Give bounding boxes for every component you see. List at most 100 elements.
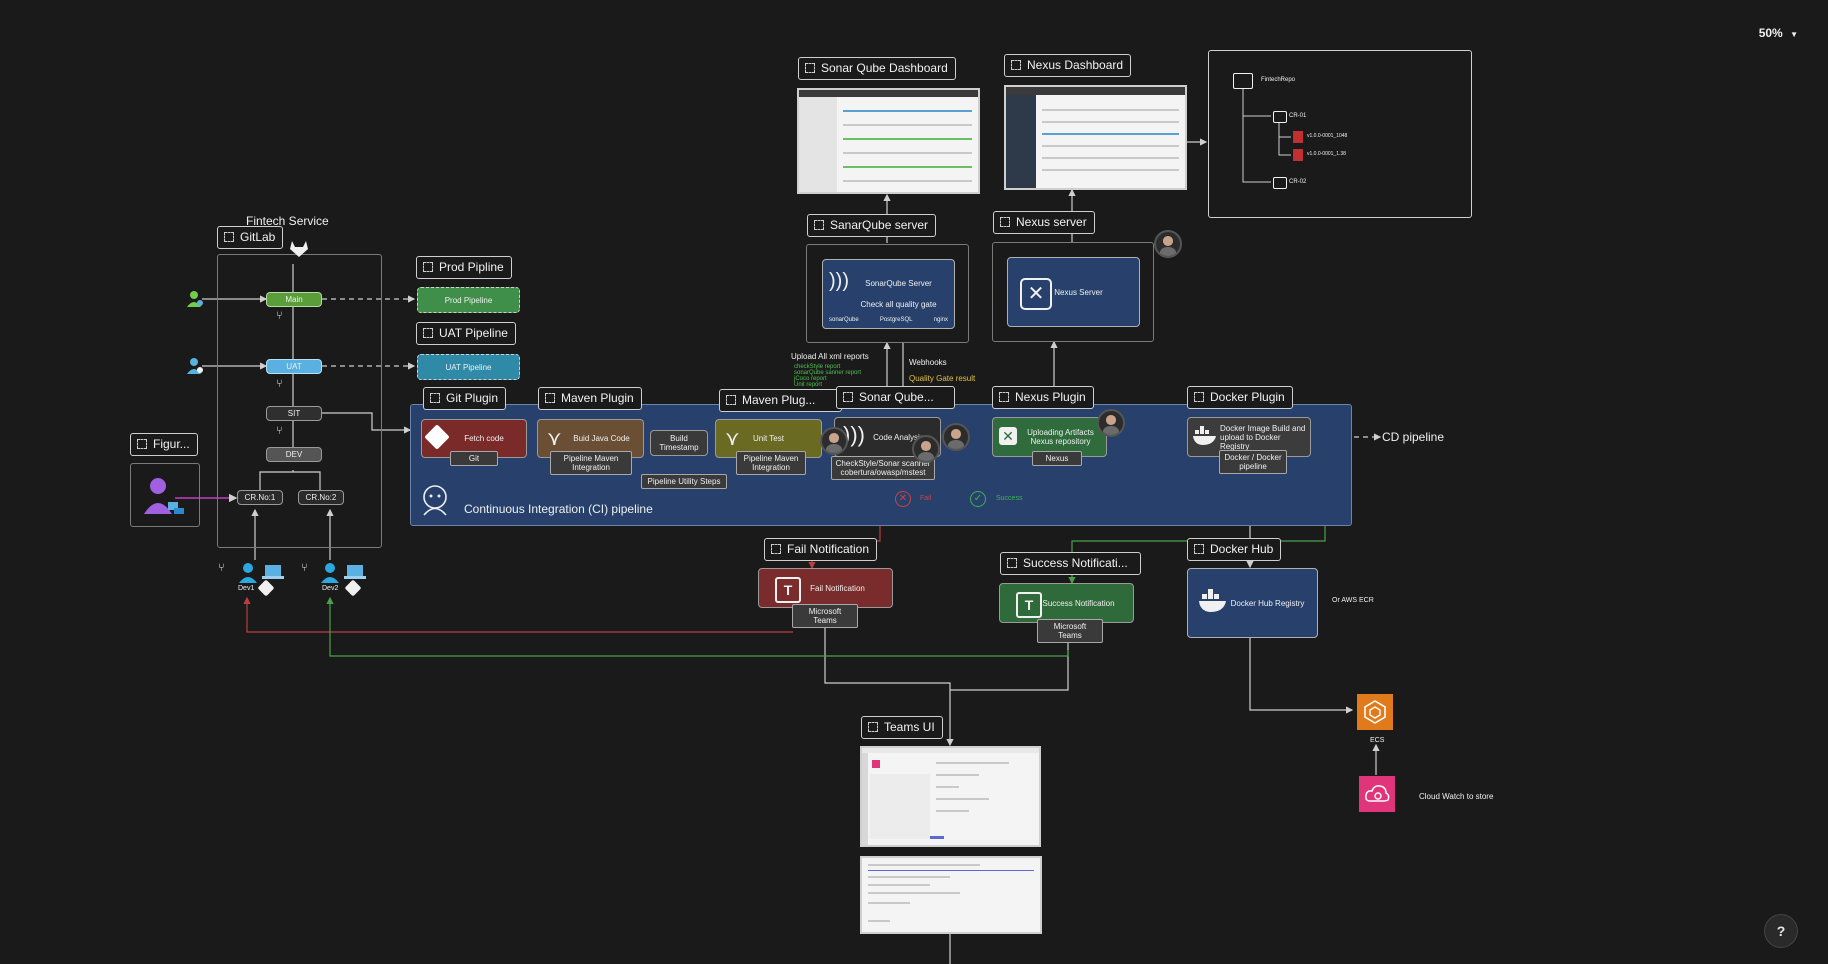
uat-pipeline-node[interactable]: UAT Pipeline: [417, 354, 520, 380]
avatar: [1154, 230, 1182, 258]
sonarqube-server-node[interactable]: ))) SonarQube Server Check all quality g…: [822, 259, 955, 329]
branch-cr1[interactable]: CR.No:1: [237, 490, 283, 505]
jenkins-icon: [420, 484, 450, 516]
avatar: [942, 423, 970, 451]
frame-label-docker-hub[interactable]: Docker Hub: [1187, 538, 1282, 561]
frame-label-figure[interactable]: Figur...: [130, 433, 198, 456]
admin-user-icon: [142, 476, 186, 516]
docker-build-node[interactable]: Docker Image Build and upload to Docker …: [1187, 417, 1311, 457]
frame-label-success-notification[interactable]: Success Notificati...: [1000, 552, 1141, 575]
tree-lines: [1242, 89, 1291, 183]
frame-label-sonar-server[interactable]: SanarQube server: [807, 214, 937, 237]
success-notification-node[interactable]: T Success Notification: [999, 583, 1134, 623]
zoom-level: 50%: [1758, 26, 1783, 40]
frame-icon: [224, 232, 234, 242]
branch-uat[interactable]: UAT: [266, 359, 322, 374]
frame-label-sonar-plugin[interactable]: Sonar Qube...: [836, 386, 955, 409]
frame-icon: [430, 393, 440, 403]
nexus-server-frame[interactable]: [992, 242, 1154, 342]
nexus-server-node[interactable]: ✕ Nexus Server: [1007, 257, 1140, 327]
frame-label-uat-pipeline[interactable]: UAT Pipeline: [416, 322, 516, 345]
file-icon: [1293, 131, 1303, 143]
maven-feather-icon: ⋎: [547, 428, 562, 450]
postgresql-logo: PostgreSQL: [879, 317, 913, 323]
frame-label-nexus-dashboard[interactable]: Nexus Dashboard: [1004, 54, 1132, 77]
nexus-dashboard-screenshot[interactable]: [1004, 85, 1187, 190]
cloudwatch-label: Cloud Watch to store: [1419, 792, 1494, 801]
repo-tree-frame[interactable]: FintechRepo CR-01 v1.0.0-0001_1048 v1.0.…: [1208, 50, 1472, 218]
frame-icon: [771, 544, 781, 554]
nginx-logo: nginx: [933, 317, 948, 323]
prod-pipeline-node[interactable]: Prod Pipeline: [417, 287, 520, 313]
sonar-dashboard-screenshot[interactable]: [797, 88, 980, 194]
figure-frame[interactable]: [130, 463, 200, 527]
dev2-user-icon: [320, 562, 340, 584]
frame-icon: [726, 395, 736, 405]
folder-icon: [1233, 73, 1253, 89]
frame-label-prod-pipeline[interactable]: Prod Pipline: [416, 256, 512, 279]
teams-ui-screenshot[interactable]: [860, 746, 1041, 847]
zoom-control[interactable]: 50% ▼: [1759, 26, 1798, 40]
frame-label-maven-plugin[interactable]: Maven Plugin: [538, 387, 642, 410]
branch-dev[interactable]: DEV: [266, 447, 322, 462]
dev1-user-icon: [238, 562, 258, 584]
aws-ecr-label: Or AWS ECR: [1332, 597, 1374, 604]
maven-feather-icon: ⋎: [725, 428, 740, 450]
sonar-wave-icon: ))): [843, 422, 865, 447]
frame-label-nexus-server[interactable]: Nexus server: [993, 211, 1095, 234]
ci-pipeline-title: Continuous Integration (CI) pipeline: [464, 502, 653, 516]
user-icon: [186, 290, 204, 308]
frame-label-fail-notification[interactable]: Fail Notification: [764, 538, 878, 561]
user-icon: [186, 357, 204, 375]
branch-main[interactable]: Main: [266, 292, 322, 307]
help-button[interactable]: ?: [1764, 914, 1798, 948]
frame-label-docker-plugin[interactable]: Docker Plugin: [1187, 386, 1293, 409]
dev2-label: Dev2: [322, 585, 339, 592]
teams-icon: T: [1016, 592, 1042, 618]
laptop-icon: [344, 564, 366, 580]
frame-icon: [868, 722, 878, 732]
frame-icon: [1194, 392, 1204, 402]
merge-icon: ⑂: [218, 562, 225, 574]
frame-icon: [1007, 558, 1017, 568]
ecs-icon[interactable]: [1357, 694, 1393, 730]
chevron-down-icon: ▼: [1790, 30, 1798, 39]
frame-icon: [1000, 217, 1010, 227]
nexus-icon: ✕: [1020, 278, 1052, 310]
merge-icon: ⑂: [301, 562, 308, 574]
sonar-server-frame[interactable]: [806, 244, 969, 343]
gitlab-fox-icon: [289, 240, 309, 258]
repo-cr2-label: CR-02: [1289, 179, 1307, 185]
merge-icon: ⑂: [276, 425, 283, 437]
branch-sit[interactable]: SIT: [266, 406, 322, 421]
frame-icon: [1194, 544, 1204, 554]
teams-icon: T: [775, 577, 801, 603]
teams-message-screenshot[interactable]: [860, 856, 1042, 934]
pipeline-utility-tag[interactable]: Pipeline Utility Steps: [641, 474, 727, 489]
nexus-icon: ✕: [999, 427, 1017, 445]
branch-cr2[interactable]: CR.No:2: [298, 490, 344, 505]
frame-icon: [423, 262, 433, 272]
merge-icon: ⑂: [276, 310, 283, 322]
cloudwatch-icon[interactable]: [1359, 776, 1395, 812]
frame-label-git-plugin[interactable]: Git Plugin: [423, 387, 507, 410]
docker-whale-icon: [1198, 589, 1228, 615]
frame-label-sonar-dashboard[interactable]: Sonar Qube Dashboard: [798, 57, 956, 80]
docker-hub-registry-node[interactable]: Docker Hub Registry: [1187, 568, 1318, 638]
uploading-artifacts-node[interactable]: ✕ Uploading Artifacts Nexus repository: [992, 417, 1107, 457]
webhooks-label: Webhooks: [909, 358, 947, 367]
frame-label-gitlab[interactable]: GitLab: [217, 226, 284, 249]
frame-label-teams-ui[interactable]: Teams UI: [861, 716, 943, 739]
build-timestamp-node[interactable]: Build Timestamp: [650, 430, 708, 456]
frame-label-maven-plugin-2[interactable]: Maven Plug...: [719, 389, 842, 412]
quality-gate-label: Quality Gate result: [909, 374, 976, 383]
laptop-icon: [262, 564, 284, 580]
frame-label-nexus-plugin[interactable]: Nexus Plugin: [992, 386, 1094, 409]
fail-notification-node[interactable]: T Fail Notification: [758, 568, 893, 608]
avatar: [912, 435, 940, 463]
frame-icon: [1011, 60, 1021, 70]
folder-icon: [1273, 177, 1287, 189]
gitlab-title: Fintech Service: [246, 214, 329, 228]
success-icon: ✓: [970, 491, 986, 507]
upload-reports-label: Upload All xml reports: [791, 352, 869, 361]
